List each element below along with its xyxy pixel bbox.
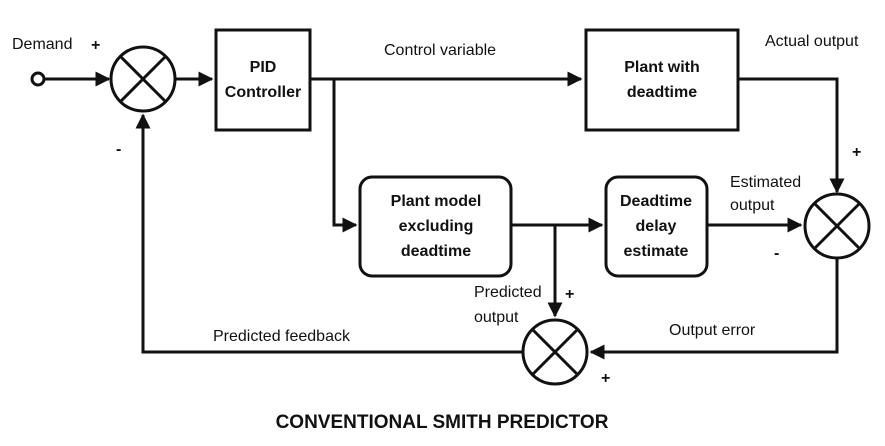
predicted-output-label-line1: Predicted xyxy=(474,284,542,301)
output-error-wire xyxy=(589,258,839,360)
sum1-minus-sign: - xyxy=(116,141,121,158)
delay-label-line3: estimate xyxy=(624,243,689,260)
pid-label-line1: PID xyxy=(250,59,277,76)
actual-output-wire xyxy=(738,77,845,194)
summing-junction-main xyxy=(109,45,177,113)
delay-label-line1: Deadtime xyxy=(620,193,692,210)
sum3-plus-sign-top: + xyxy=(565,286,574,303)
pid-controller-block xyxy=(214,28,312,132)
demand-label: Demand xyxy=(12,36,72,53)
control-variable-label: Control variable xyxy=(384,42,496,59)
pid-label-line2: Controller xyxy=(225,84,301,101)
diagram-title: CONVENTIONAL SMITH PREDICTOR xyxy=(276,412,609,433)
delay-label-line2: delay xyxy=(636,218,677,235)
sum2-plus-sign: + xyxy=(852,144,861,161)
estimated-output-label-line2: output xyxy=(730,197,775,214)
plant-with-deadtime-block xyxy=(584,28,740,132)
predicted-output-label-line2: output xyxy=(474,309,519,326)
output-error-label: Output error xyxy=(669,322,756,339)
summing-junction-error xyxy=(803,192,871,260)
sum2-minus-sign: - xyxy=(774,245,779,262)
model-label-line3: deadtime xyxy=(401,243,471,260)
plant-label-line1: Plant with xyxy=(624,59,700,76)
predicted-feedback-wire xyxy=(135,113,523,354)
model-label-line2: excluding xyxy=(399,218,474,235)
model-label-line1: Plant model xyxy=(391,193,482,210)
predicted-feedback-label: Predicted feedback xyxy=(213,328,351,345)
estimated-output-label-line1: Estimated xyxy=(730,174,801,191)
demand-input-terminal xyxy=(30,71,46,87)
sum1-plus-sign: + xyxy=(91,37,100,54)
model-input-wire xyxy=(332,79,358,233)
actual-output-label: Actual output xyxy=(765,33,859,50)
summing-junction-feedback xyxy=(521,318,589,386)
sum3-plus-sign-bottom: + xyxy=(601,370,610,387)
plant-label-line2: deadtime xyxy=(627,84,697,101)
